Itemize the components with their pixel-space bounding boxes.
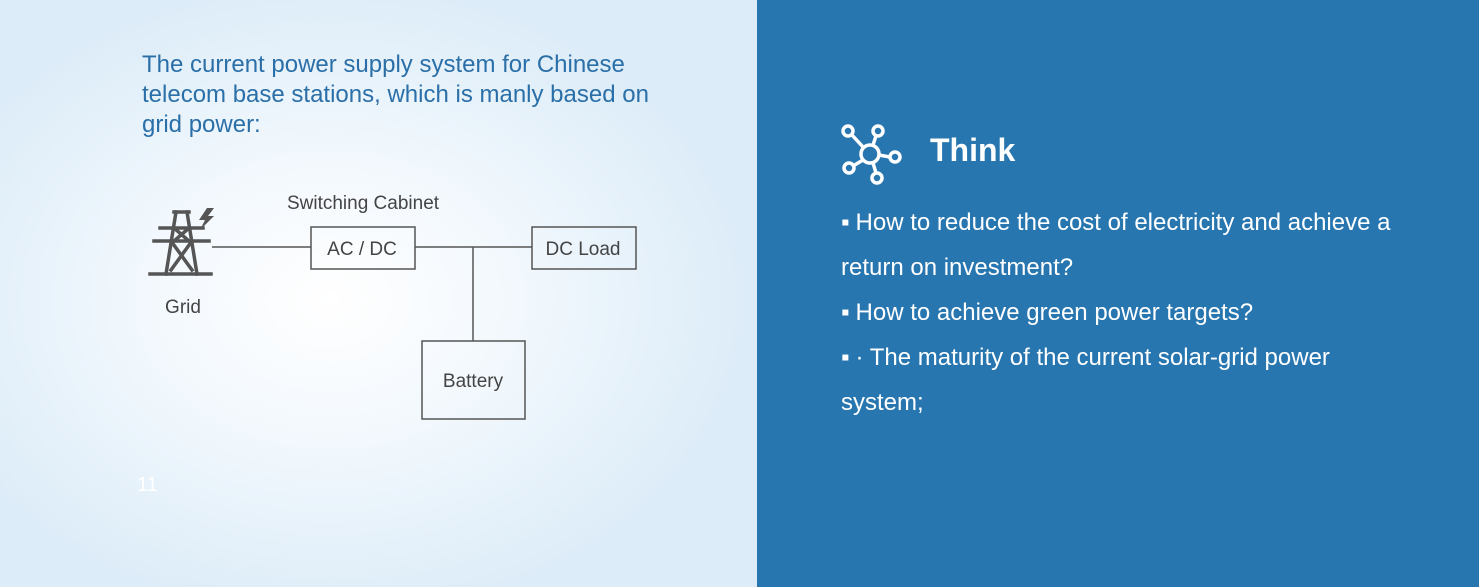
acdc-label: AC / DC [327, 239, 397, 260]
list-item: ▪· The maturity of the current solar-gri… [841, 335, 1401, 425]
bullet-icon: ▪ [841, 209, 850, 236]
cabinet-label: Switching Cabinet [287, 193, 440, 214]
list-item: ▪How to reduce the cost of electricity a… [841, 200, 1401, 290]
acdc-box [310, 226, 416, 270]
list-item-text: How to reduce the cost of electricity an… [841, 209, 1391, 281]
list-item: ▪How to achieve green power targets? [841, 290, 1401, 335]
page-number: 11 [137, 474, 158, 496]
bullet-icon: ▪ [841, 344, 850, 371]
power-supply-diagram: Grid Switching Cabinet AC / DC DC Load B… [148, 193, 637, 420]
list-item-text: · The maturity of the current solar-grid… [841, 344, 1330, 416]
grid-label: Grid [165, 297, 201, 318]
right-panel [757, 0, 1479, 587]
network-hub-icon [841, 124, 902, 185]
battery-label: Battery [443, 371, 504, 392]
power-tower-icon [148, 208, 214, 277]
intro-text: The current power supply system for Chin… [142, 51, 649, 138]
left-panel [0, 0, 757, 587]
battery-box [421, 340, 526, 420]
bullet-icon: ▪ [841, 299, 850, 326]
list-item-text: How to achieve green power targets? [855, 299, 1254, 326]
dc-load-box [531, 226, 637, 270]
think-title: Think [930, 132, 1016, 168]
think-list: ▪How to reduce the cost of electricity a… [841, 200, 1401, 425]
dc-load-label: DC Load [546, 239, 621, 260]
